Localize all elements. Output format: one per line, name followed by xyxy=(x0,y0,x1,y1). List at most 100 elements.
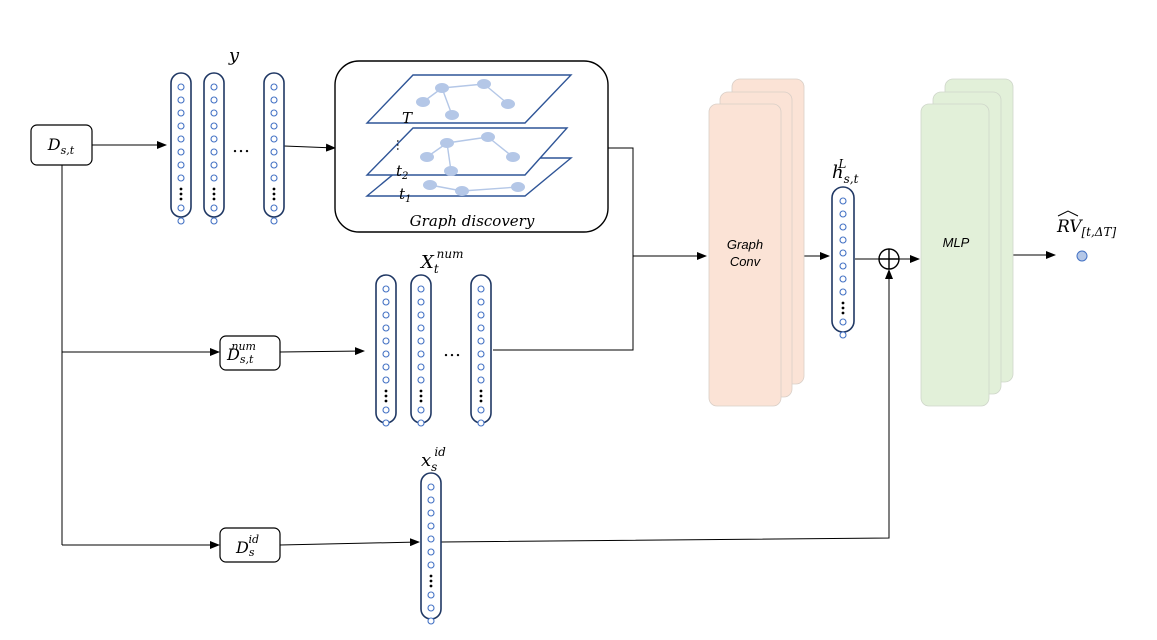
vector-dot xyxy=(177,204,185,212)
vector-dot xyxy=(270,174,278,182)
graph-node xyxy=(477,79,491,89)
vector-dot xyxy=(417,419,425,427)
vector-dot xyxy=(382,337,390,345)
vector-ellipsis-dot xyxy=(384,389,388,393)
vector-dot xyxy=(382,376,390,384)
vector-ellipsis-dot xyxy=(419,389,423,393)
vector-ellipsis-dot xyxy=(429,574,433,578)
vector-dot xyxy=(270,148,278,156)
vector-dot xyxy=(270,83,278,91)
h-vector xyxy=(831,186,855,339)
graph-node xyxy=(444,166,458,176)
vector-dot xyxy=(210,135,218,143)
vector-dot xyxy=(477,350,485,358)
vector-dot xyxy=(839,275,847,283)
vector-ellipsis-dot xyxy=(841,306,845,310)
vector-dot xyxy=(477,363,485,371)
vector-dot xyxy=(270,96,278,104)
vector-dot xyxy=(417,350,425,358)
vector-ellipsis-dot xyxy=(419,399,423,403)
output-hat xyxy=(1057,210,1079,217)
vector-dot xyxy=(477,324,485,332)
graph-node xyxy=(420,152,434,162)
xid-label: xsid xyxy=(421,445,446,474)
h-label: hs,tL xyxy=(832,157,859,186)
vector-dot xyxy=(382,419,390,427)
vector-dot xyxy=(417,376,425,384)
layer-label-t1: t1 xyxy=(399,185,411,205)
layer-label-T: T xyxy=(402,109,413,127)
graph-node xyxy=(445,110,459,120)
vector-dot xyxy=(382,363,390,371)
output-label: RV[t,ΔT] xyxy=(1056,217,1116,239)
xnum-label: Xtnum xyxy=(419,247,464,276)
vector-ellipsis-dot xyxy=(272,192,276,196)
vector-dot xyxy=(382,285,390,293)
vector-dot xyxy=(427,561,435,569)
vector-ellipsis-dot xyxy=(841,311,845,315)
vector-dot xyxy=(270,122,278,130)
y-label: y xyxy=(228,45,240,66)
vector-ellipsis-dot xyxy=(841,301,845,305)
graph-node xyxy=(435,83,449,93)
vector-ellipsis-dot xyxy=(384,399,388,403)
graph-node xyxy=(423,180,437,190)
vector-dot xyxy=(839,318,847,326)
layer-dots: ⋯ xyxy=(391,139,405,151)
vector-dot xyxy=(427,522,435,530)
vector-ellipsis-dot xyxy=(179,197,183,201)
vector-dot xyxy=(382,324,390,332)
vector-dot xyxy=(177,135,185,143)
vector-dot xyxy=(477,406,485,414)
vector-ellipsis-dot xyxy=(429,579,433,583)
vector-dot xyxy=(210,204,218,212)
graph-node xyxy=(481,132,495,142)
vector-dot xyxy=(477,337,485,345)
vector-dot xyxy=(417,363,425,371)
arrow-y-to-graph xyxy=(283,143,336,152)
vector-dot xyxy=(839,288,847,296)
vector-dot xyxy=(427,591,435,599)
y-vector-2 xyxy=(203,72,225,225)
vector-dot xyxy=(210,148,218,156)
vector-dot xyxy=(477,285,485,293)
y-ellipsis: … xyxy=(232,136,250,157)
graph-layer-T xyxy=(365,74,573,124)
y-vector-3 xyxy=(263,72,285,225)
vector-dot xyxy=(417,324,425,332)
vector-dot xyxy=(477,298,485,306)
vector-dot xyxy=(270,109,278,117)
vector-dot xyxy=(477,311,485,319)
vector-dot xyxy=(839,249,847,257)
vector-dot xyxy=(427,496,435,504)
vector-ellipsis-dot xyxy=(179,187,183,191)
output-node xyxy=(1076,250,1088,262)
graph-node xyxy=(455,186,469,196)
vector-dot xyxy=(417,285,425,293)
vector-dot xyxy=(210,161,218,169)
arrow-xid-to-plus xyxy=(440,269,893,543)
vector-ellipsis-dot xyxy=(384,394,388,398)
vector-dot xyxy=(210,96,218,104)
vector-dot xyxy=(417,311,425,319)
vector-dot xyxy=(427,483,435,491)
vector-dot xyxy=(427,535,435,543)
vector-dot xyxy=(417,337,425,345)
arrow-dnum-to-xnum xyxy=(279,347,365,356)
y-vector-1 xyxy=(170,72,192,225)
graph-node xyxy=(501,99,515,109)
vector-dot xyxy=(839,210,847,218)
vector-dot xyxy=(427,548,435,556)
layer-label-t2: t2 xyxy=(396,162,408,182)
dst-label: Ds,t xyxy=(47,135,75,157)
graph-layers xyxy=(365,74,573,197)
vector-ellipsis-dot xyxy=(212,192,216,196)
xnum-ellipsis: … xyxy=(443,340,461,361)
vector-ellipsis-dot xyxy=(479,394,483,398)
vector-dot xyxy=(210,174,218,182)
vector-dot xyxy=(427,604,435,612)
mlp-stack: MLP xyxy=(920,78,1014,407)
vector-dot xyxy=(177,148,185,156)
mlp-card-front xyxy=(920,103,990,407)
vector-dot xyxy=(210,83,218,91)
